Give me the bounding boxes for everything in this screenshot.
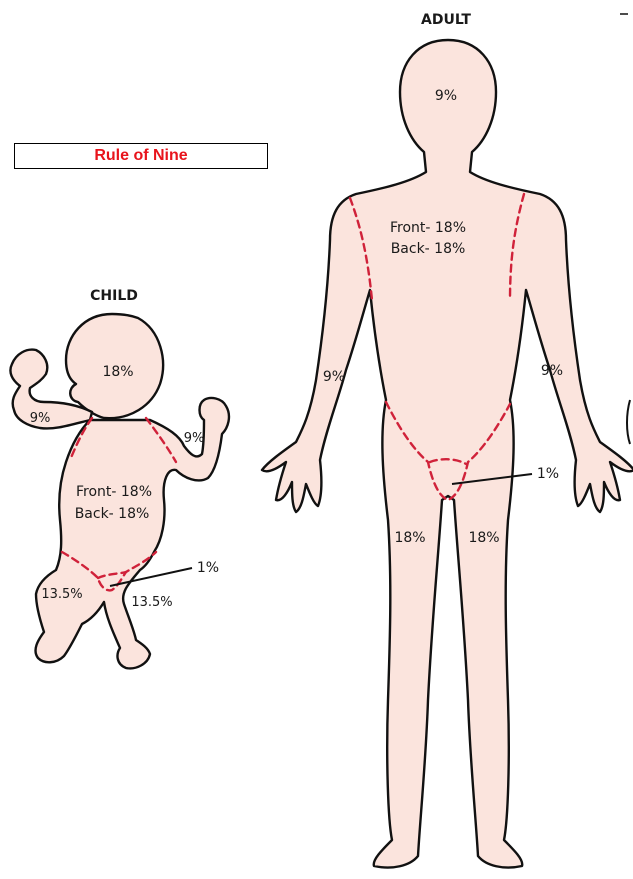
title-box: Rule of Nine [14, 143, 268, 169]
child-trunk-back-label: Back- 18% [75, 506, 150, 522]
child-left-arm-label: 9% [30, 411, 51, 426]
adult-head-label: 9% [435, 88, 457, 104]
child-genital-label: 1% [197, 560, 219, 576]
adult-figure: ADULT 9% Front- 18% Back- 18% 9% 9% 1% 1… [262, 12, 633, 868]
adult-genital-label: 1% [537, 466, 559, 482]
adult-trunk-front-label: Front- 18% [390, 220, 466, 236]
edge-mark-hand [627, 400, 630, 444]
child-trunk-front-label: Front- 18% [76, 484, 152, 500]
adult-left-arm-label: 9% [323, 369, 345, 385]
adult-right-arm-label: 9% [541, 363, 563, 379]
child-head-label: 18% [102, 364, 133, 380]
adult-body-outline [262, 40, 633, 868]
child-heading: CHILD [90, 288, 138, 304]
child-left-leg-label: 13.5% [41, 587, 82, 602]
adult-right-leg-label: 18% [468, 530, 499, 546]
child-figure: CHILD 18% 9% 9% Front- 18% Back- 18% 1% … [10, 288, 229, 668]
title-text: Rule of Nine [94, 147, 187, 165]
adult-left-leg-label: 18% [394, 530, 425, 546]
adult-trunk-back-label: Back- 18% [391, 241, 466, 257]
child-right-leg-label: 13.5% [131, 595, 172, 610]
child-right-arm-label: 9% [184, 431, 205, 446]
adult-heading: ADULT [421, 12, 471, 28]
